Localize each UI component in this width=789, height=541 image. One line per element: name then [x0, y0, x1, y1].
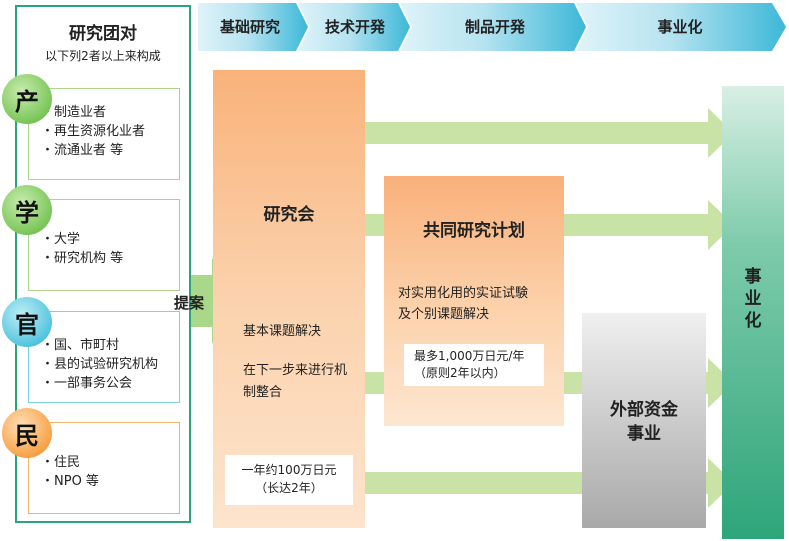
commercialization-char: 化 — [744, 311, 762, 331]
research-meeting-desc: 基本课题解决 — [243, 324, 322, 339]
external-label-line: 事业 — [627, 424, 661, 444]
external-funding-label: 外部资金 事业 — [582, 398, 706, 446]
government-members-box: ・国、市町村 ・县的试验研究机构 ・一部事务公会 — [28, 311, 180, 403]
citizen-member-item: ・NPO 等 — [41, 474, 99, 489]
citizen-badge: 民 — [2, 408, 52, 458]
stage-basic-research: 基础研究 — [219, 17, 280, 36]
research-group-title: 研究团对 — [69, 24, 137, 44]
stage-chevron-basic — [198, 3, 308, 51]
research-meeting-desc: 在下一步来进行机制整合 — [243, 363, 348, 400]
joint-research-desc: 对实用化用的实证试験 及个别课题解决 — [398, 283, 528, 325]
stage-commercialization: 事业化 — [657, 17, 703, 36]
academia-members-box: ・大学 ・研究机构 等 — [28, 199, 180, 291]
government-member-item: ・一部事务公会 — [41, 376, 133, 391]
joint-research-funding: 最多1,000万日元/年 （原则2年以内） — [404, 344, 544, 386]
proposal-label: 提案 — [174, 294, 205, 312]
joint-desc-line: 对实用化用的实证试験 — [398, 286, 529, 301]
government-member-item: ・县的试验研究机构 — [41, 357, 159, 372]
joint-research-box: 共同研究计划 对实用化用的实证试験 及个别课题解决 最多1,000万日元/年 （… — [384, 176, 564, 426]
industry-members-box: ・制造业者 ・再生资源化业者 ・流通业者 等 — [28, 88, 180, 180]
academia-badge: 学 — [2, 185, 52, 235]
funding-line: （原则2年以内） — [414, 366, 506, 380]
flow-arrow-4 — [364, 458, 734, 508]
government-member-item: ・国、市町村 — [41, 338, 120, 353]
research-meeting-box: 研究会 基本课题解决 在下一步来进行机制整合 一年约100万日元 （长达2年） — [213, 70, 365, 528]
commercialization-column: 事 业 化 — [722, 86, 784, 539]
joint-research-title: 共同研究计划 — [423, 221, 525, 241]
research-group-subtitle: 以下列2者以上来构成 — [45, 49, 161, 63]
academia-member-item: ・大学 — [41, 232, 81, 247]
external-funding-box: 外部资金 事业 — [582, 313, 706, 528]
funding-line: 一年约100万日元 — [241, 463, 337, 477]
academia-member-item: ・研究机构 等 — [41, 251, 124, 266]
research-meeting-funding: 一年约100万日元 （长达2年） — [225, 455, 353, 505]
stage-chevron-biz — [576, 3, 786, 51]
government-badge: 官 — [2, 297, 52, 347]
stage-chevron-product — [400, 3, 586, 51]
commercialization-char: 事 — [744, 267, 762, 287]
flow-arrow-1 — [364, 108, 734, 158]
commercialization-label: 事 业 化 — [722, 266, 784, 332]
stage-banner — [198, 3, 786, 51]
citizen-member-item: ・住民 — [41, 455, 81, 470]
research-meeting-title: 研究会 — [263, 205, 315, 225]
commercialization-char: 业 — [744, 289, 762, 309]
industry-badge: 产 — [2, 74, 52, 124]
industry-member-item: ・再生资源化业者 — [41, 124, 146, 139]
stage-chevron-tech — [298, 3, 410, 51]
industry-member-item: ・流通业者 等 — [41, 143, 124, 158]
funding-line: （长达2年） — [255, 481, 323, 495]
citizen-members-box: ・住民 ・NPO 等 — [28, 422, 180, 514]
stage-tech-dev: 技术开発 — [324, 17, 385, 36]
joint-desc-line: 及个别课题解决 — [398, 307, 490, 322]
external-label-line: 外部资金 — [610, 400, 678, 420]
industry-member-item: ・制造业者 — [41, 105, 107, 120]
funding-line: 最多1,000万日元/年 — [414, 349, 525, 363]
stage-product-dev: 制品开発 — [464, 17, 525, 36]
